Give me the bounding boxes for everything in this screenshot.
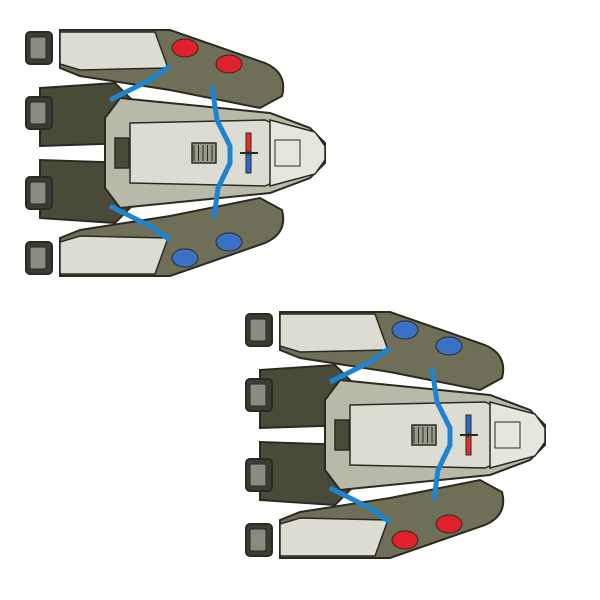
upper-light-1	[391, 320, 419, 340]
spaceship-sprite-red-top	[20, 28, 340, 278]
engine-nozzle-3-rim	[249, 463, 267, 487]
lower-light-2	[435, 514, 463, 534]
upper-light-1	[171, 38, 199, 58]
rear-connector	[114, 137, 130, 169]
nose-plate	[489, 401, 546, 469]
engine-nozzle-1-rim	[29, 36, 47, 60]
nose-panel	[494, 421, 521, 449]
spaceship-sprite-blue-top	[240, 310, 560, 560]
nose-panel	[274, 139, 301, 167]
lower-light-1	[171, 248, 199, 268]
upper-light-2	[215, 54, 243, 74]
stripe-lower-wing	[328, 485, 392, 525]
stripe-upper-wing	[328, 345, 392, 385]
engine-nozzle-4-rim	[29, 246, 47, 270]
indicator-bottom	[245, 153, 252, 174]
stripe-upper-wing	[108, 63, 172, 103]
ship-graphic	[245, 311, 546, 559]
ship-graphic	[25, 29, 326, 277]
nose-plate	[269, 119, 326, 187]
upper-wing-plate	[279, 313, 390, 353]
engine-nozzle-2-rim	[29, 101, 47, 125]
lower-wing-plate	[279, 517, 390, 557]
upper-light-2	[435, 336, 463, 356]
stripe-lower-wing	[108, 203, 172, 243]
upper-wing-plate	[59, 31, 170, 71]
lower-light-2	[215, 232, 243, 252]
engine-nozzle-3-rim	[29, 181, 47, 205]
stripe-center	[209, 85, 233, 219]
indicator-top	[245, 132, 252, 153]
indicator-bottom	[465, 435, 472, 456]
stripe-center	[429, 367, 453, 501]
engine-nozzle-4-rim	[249, 528, 267, 552]
lower-wing-plate	[59, 235, 170, 275]
engine-nozzle-2-rim	[249, 383, 267, 407]
lower-light-1	[391, 530, 419, 550]
indicator-top	[465, 414, 472, 435]
engine-nozzle-1-rim	[249, 318, 267, 342]
rear-connector	[334, 419, 350, 451]
